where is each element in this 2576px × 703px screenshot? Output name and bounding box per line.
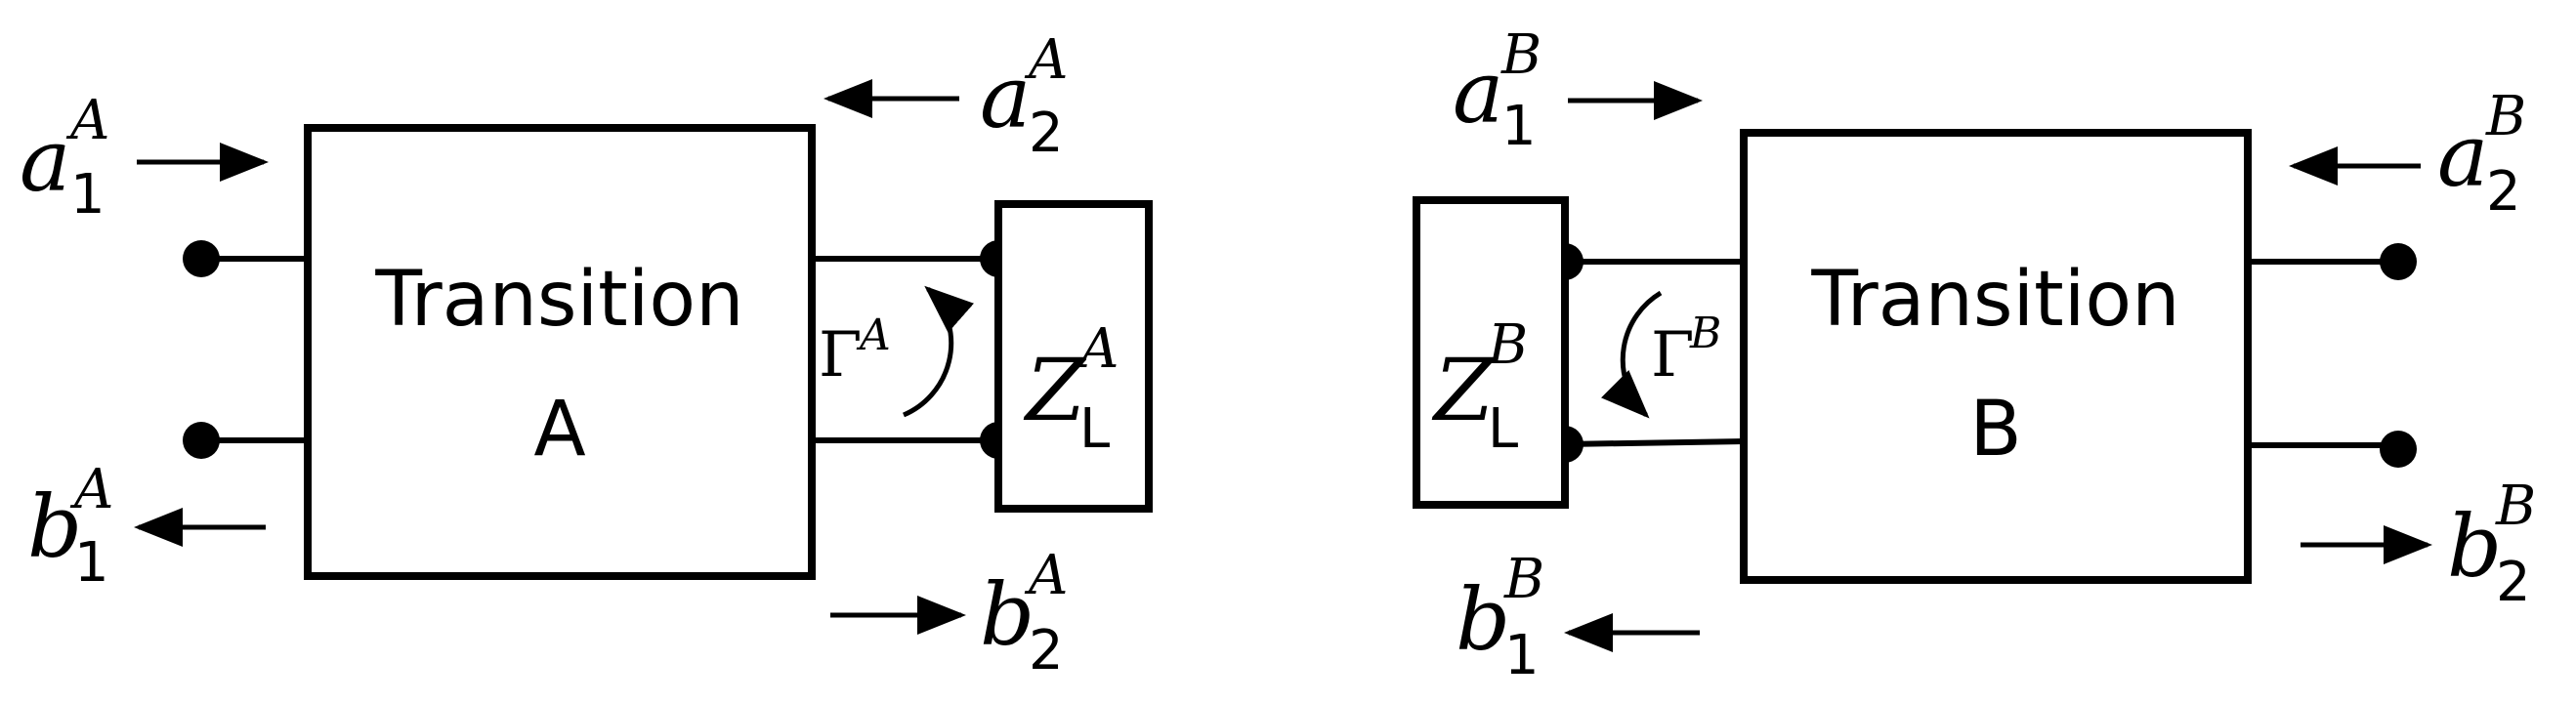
- wave-b1-a: b1A: [27, 458, 266, 595]
- wave-b1-b: b1B: [1456, 548, 1700, 687]
- gamma-a-arc-head: [924, 285, 974, 333]
- gamma-b-arc-head: [1601, 370, 1650, 419]
- svg-text:a2A: a2A: [980, 28, 1068, 165]
- wave-a1-a: a1A: [20, 89, 269, 227]
- wave-a2-a: a2A: [823, 28, 1068, 165]
- gamma-b-label: Γ B: [1651, 309, 1721, 392]
- gamma-a-arc: [903, 291, 954, 418]
- load-b-label: Z L B: [1431, 313, 1528, 461]
- load-b-block: [1413, 196, 1569, 509]
- transition-b-output-node-top: [2380, 243, 2417, 280]
- wave-b2-a: b2A: [830, 544, 1068, 682]
- load-a-block: [994, 200, 1153, 513]
- transition-b-block: [1740, 129, 2252, 584]
- svg-text:b2A: b2A: [980, 544, 1068, 682]
- transition-a-group: Transition A Z L A Γ A a1A: [20, 28, 1153, 682]
- svg-text:a1A: a1A: [20, 89, 109, 227]
- svg-text:b1A: b1A: [27, 458, 113, 595]
- transition-b-label-line1: Transition: [1810, 256, 2179, 344]
- transition-b-group: Transition B Z L B Γ B a1B: [1413, 23, 2536, 687]
- wave-a1-b: a1B: [1453, 23, 1703, 158]
- transition-a-label-line2: A: [533, 386, 585, 474]
- svg-text:b2B: b2B: [2447, 475, 2536, 614]
- gamma-a-label: Γ A: [819, 310, 891, 392]
- transition-b-label-line2: B: [1969, 386, 2022, 474]
- svg-text:b1B: b1B: [1456, 548, 1544, 687]
- transition-a-label-line1: Transition: [374, 256, 743, 344]
- load-a-label: Z L A: [1023, 317, 1119, 461]
- transition-a-block: [304, 124, 816, 580]
- svg-text:a1B: a1B: [1453, 23, 1541, 158]
- transition-b-input-wire-bottom: [1564, 438, 1745, 447]
- svg-text:a2B: a2B: [2437, 85, 2526, 224]
- transition-b-output-node-bottom: [2380, 431, 2417, 468]
- wave-b2-b: b2B: [2301, 475, 2536, 614]
- transition-a-input-node-bottom: [183, 422, 220, 459]
- transition-a-input-node-top: [183, 240, 220, 277]
- wave-a2-b: a2B: [2289, 85, 2526, 224]
